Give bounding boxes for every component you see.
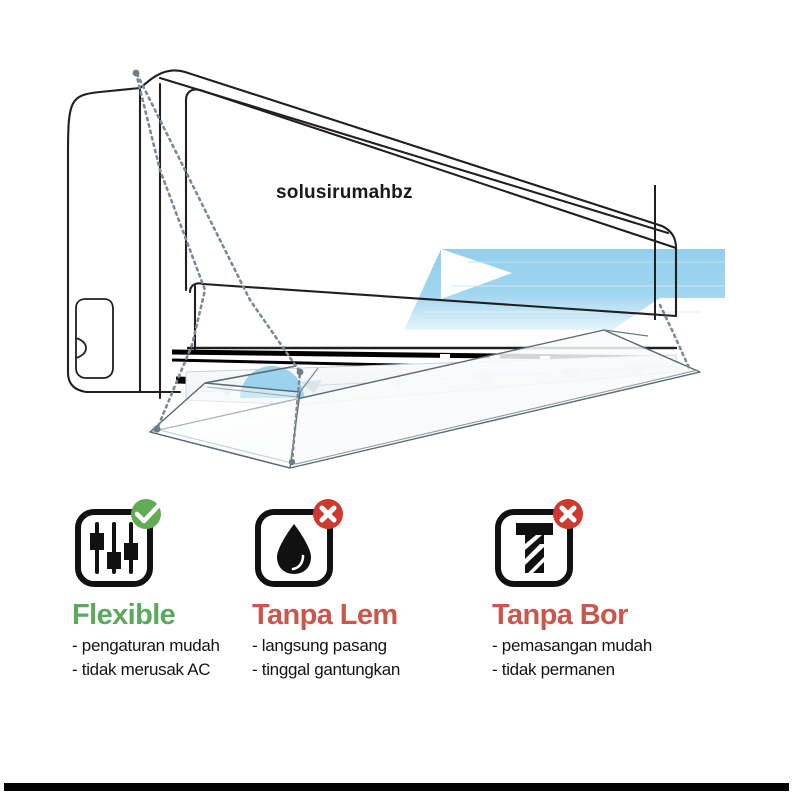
feature-item-tanpa-bor: Tanpa Bor - pemasangan mudah - tidak per… <box>480 499 780 681</box>
ac-unit-body <box>66 69 678 400</box>
check-badge <box>126 492 170 536</box>
feature-bullet: - tinggal gantungkan <box>252 659 401 679</box>
feature-title-tanpa-bor: Tanpa Bor <box>492 599 628 631</box>
feature-title-tanpa-lem: Tanpa Lem <box>252 599 398 631</box>
drill-bit-icon <box>495 509 573 587</box>
feature-item-tanpa-lem: Tanpa Lem - langsung pasang - tinggal ga… <box>240 499 480 681</box>
hanging-chain-left <box>134 71 207 431</box>
bottom-divider-bar <box>4 783 789 791</box>
feature-item-flexible: Flexible - pengaturan mudah - tidak meru… <box>0 499 240 681</box>
feature-bullet: - pemasangan mudah <box>492 636 652 656</box>
cross-badge <box>546 492 590 536</box>
ac-deflector-illustration: solusirumahbz <box>66 69 725 469</box>
feature-icon-wrap-tanpa-bor <box>492 499 583 592</box>
hanging-chain-right <box>658 303 692 372</box>
hanging-chain-mid <box>135 72 302 464</box>
feature-bullet: - tidak permanen <box>492 659 615 679</box>
feature-bullets-flexible: - pengaturan mudah - tidak merusak AC <box>72 634 240 681</box>
feature-icon-wrap-flexible <box>72 499 164 592</box>
feature-bullets-tanpa-lem: - langsung pasang - tinggal gantungkan <box>252 634 480 681</box>
feature-icon-wrap-tanpa-lem <box>252 499 343 592</box>
feature-bullet: - langsung pasang <box>252 636 387 656</box>
feature-bullet: - pengaturan mudah <box>72 636 220 656</box>
sliders-icon <box>75 509 153 587</box>
cross-badge <box>306 492 350 536</box>
watermark-text: solusirumahbz <box>276 182 413 203</box>
feature-list: Flexible - pengaturan mudah - tidak meru… <box>0 499 793 730</box>
deflector-panel <box>149 329 701 469</box>
feature-title-flexible: Flexible <box>72 599 176 631</box>
feature-bullets-tanpa-bor: - pemasangan mudah - tidak permanen <box>492 634 780 681</box>
feature-bullet: - tidak merusak AC <box>72 659 211 679</box>
glue-drop-icon <box>255 509 333 587</box>
chain-anchor-points <box>132 69 304 466</box>
